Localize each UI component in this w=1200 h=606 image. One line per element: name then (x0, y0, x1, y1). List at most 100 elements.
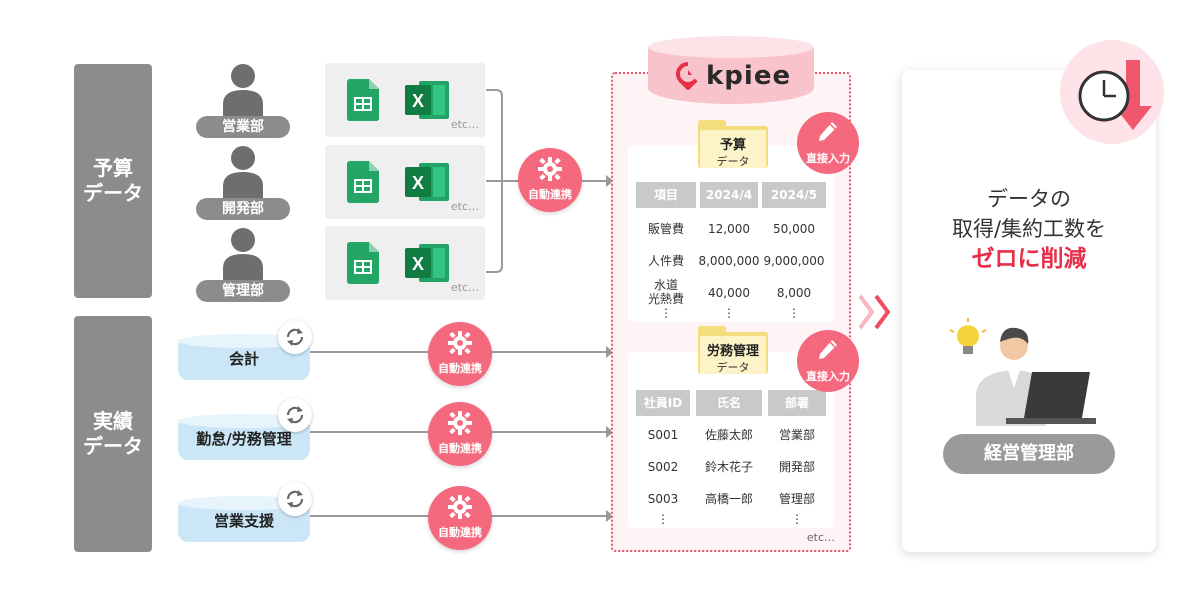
table-cell: 40,000 (708, 286, 750, 300)
department-label: 開発部 (196, 198, 290, 220)
gear-icon (448, 495, 472, 519)
result-message: データの 取得/集約工数を ゼロに削減 (902, 184, 1156, 274)
department-development: 開発部 (196, 144, 290, 220)
table-header: 部署 (768, 390, 826, 416)
ellipsis: ⋮ (660, 306, 672, 320)
file-card-development: X etc… (325, 145, 485, 219)
kpiee-etc-label: etc… (806, 531, 835, 544)
clock-down-arrow-icon (1078, 60, 1152, 130)
direct-input-badge: 直接入力 (797, 330, 859, 392)
table-cell: 高橋一郎 (704, 492, 753, 506)
budget-table-panel: 項目 2024/4 2024/5 販管費 12,000 50,000 人件費 8… (628, 146, 834, 322)
auto-link-badge: 自動連携 (518, 148, 582, 212)
excel-icon: X (405, 81, 449, 119)
table-cell: 水道 光熱費 (647, 278, 684, 306)
category-budget-data: 予算 データ (74, 64, 152, 298)
department-admin: 管理部 (196, 226, 290, 302)
system-accounting: 会計 (178, 334, 310, 384)
direct-input-label: 直接入力 (806, 152, 850, 165)
table-cell: 人件費 (647, 254, 684, 268)
table-cell: 販管費 (647, 222, 684, 236)
ellipsis: ⋮ (791, 512, 803, 526)
etc-label: etc… (450, 200, 479, 213)
budget-folder-icon: 予算 データ (698, 120, 768, 168)
auto-link-label: 自動連携 (528, 188, 572, 201)
table-cell: 管理部 (778, 492, 815, 506)
auto-link-badge: 自動連携 (428, 486, 492, 550)
auto-link-label: 自動連携 (438, 526, 482, 539)
table-cell: S003 (647, 492, 679, 506)
kpiee-logo-text: kpiee (706, 61, 792, 91)
department-label: 営業部 (196, 116, 290, 138)
table-cell: 開発部 (778, 460, 815, 474)
table-cell: 8,000,000 (698, 254, 760, 268)
auto-link-label: 自動連携 (438, 362, 482, 375)
result-highlight: ゼロに削減 (971, 246, 1087, 272)
gear-icon (448, 331, 472, 355)
table-cell: 8,000 (776, 286, 812, 300)
file-card-admin: X etc… (325, 226, 485, 300)
table-cell: 9,000,000 (763, 254, 825, 268)
google-sheets-icon (347, 242, 379, 284)
person-icon (223, 228, 263, 280)
table-cell: 営業部 (778, 428, 815, 442)
kpiee-logo: kpiee (676, 61, 791, 91)
pencil-icon (819, 340, 837, 359)
person-laptop-icon (949, 318, 1096, 426)
table-header: 2024/5 (762, 182, 826, 208)
sync-icon (278, 482, 312, 516)
ellipsis: ⋮ (657, 512, 669, 526)
folder-title: 予算 (719, 138, 746, 153)
table-header: 項目 (636, 182, 696, 208)
table-cell: 50,000 (773, 222, 815, 236)
lightbulb-icon (957, 325, 979, 347)
excel-icon: X (405, 163, 449, 201)
department-label: 管理部 (196, 280, 290, 302)
table-cell: S001 (647, 428, 679, 442)
table-header: 氏名 (696, 390, 762, 416)
pencil-icon (819, 122, 837, 141)
svg-text:X: X (412, 254, 424, 274)
file-card-sales: X etc… (325, 63, 485, 137)
gear-icon (448, 411, 472, 435)
auto-link-badge: 自動連携 (428, 322, 492, 386)
google-sheets-icon (347, 79, 379, 121)
folder-subtitle: データ (716, 155, 750, 168)
auto-link-label: 自動連携 (438, 442, 482, 455)
table-header: 社員ID (636, 390, 690, 416)
etc-label: etc… (450, 281, 479, 294)
gear-icon (538, 157, 562, 181)
sync-icon (278, 320, 312, 354)
management-department-label: 経営管理部 (943, 434, 1115, 474)
excel-icon: X (405, 244, 449, 282)
kpiee-logo-icon (676, 62, 698, 90)
auto-link-badge: 自動連携 (428, 402, 492, 466)
google-sheets-icon (347, 161, 379, 203)
ellipsis: ⋮ (723, 306, 735, 320)
clock-reduction-badge (1060, 40, 1164, 144)
result-line-2: 取得/集約工数を (951, 217, 1107, 241)
svg-text:X: X (412, 91, 424, 111)
result-line-1: データの (987, 187, 1071, 211)
system-label: 勤怠/労務管理 (196, 430, 292, 448)
kpiee-database: kpiee (648, 36, 814, 108)
folder-subtitle: データ (716, 361, 750, 374)
category-actual-data: 実績 データ (74, 316, 152, 552)
table-header: 2024/4 (700, 182, 758, 208)
direct-input-badge: 直接入力 (797, 112, 859, 174)
department-sales: 営業部 (196, 62, 290, 138)
sync-icon (278, 398, 312, 432)
system-attendance: 勤怠/労務管理 (178, 414, 310, 464)
table-cell: S002 (647, 460, 679, 474)
system-label: 営業支援 (213, 512, 274, 530)
chevron-right-icon (858, 294, 875, 330)
person-icon (223, 146, 263, 198)
person-icon (223, 64, 263, 116)
etc-label: etc… (450, 118, 479, 131)
system-label: 会計 (228, 350, 259, 368)
direct-input-label: 直接入力 (806, 370, 850, 383)
labor-folder-icon: 労務管理 データ (698, 326, 768, 374)
table-cell: 鈴木花子 (704, 460, 753, 474)
ellipsis: ⋮ (788, 306, 800, 320)
folder-title: 労務管理 (706, 344, 759, 359)
